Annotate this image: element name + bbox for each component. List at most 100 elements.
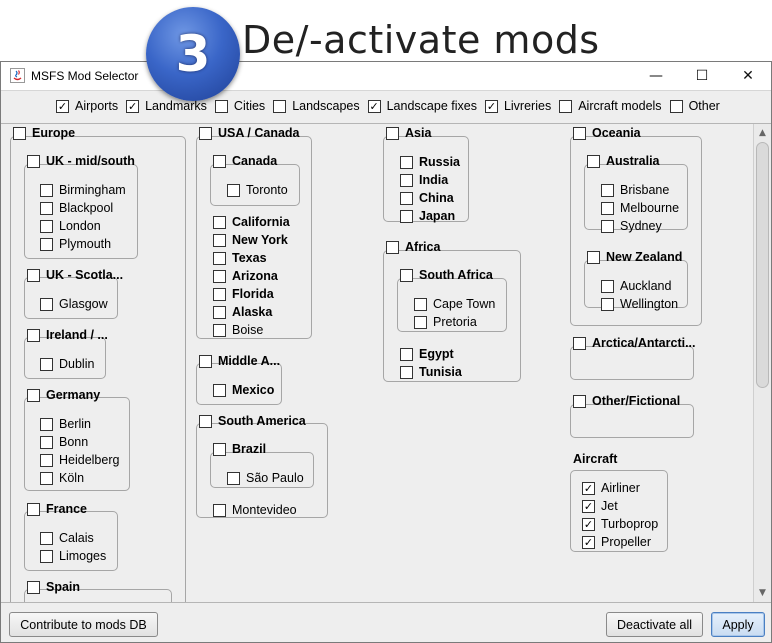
country-egypt[interactable]: Egypt bbox=[400, 346, 454, 362]
region-other-fictional[interactable]: Other/Fictional bbox=[573, 393, 680, 409]
city-sydney-checkbox[interactable] bbox=[601, 219, 614, 233]
country-spain[interactable]: Spain bbox=[27, 579, 80, 595]
state-arizona[interactable]: Arizona bbox=[213, 268, 278, 284]
filter-livreries[interactable]: ✓Livreries bbox=[484, 99, 552, 113]
city-heidelberg[interactable]: Heidelberg bbox=[40, 452, 119, 468]
filter-aircraft-models-checkbox[interactable] bbox=[559, 99, 573, 113]
filter-airports-checkbox[interactable]: ✓ bbox=[56, 99, 69, 113]
city-london-checkbox[interactable] bbox=[40, 219, 53, 233]
region-asia[interactable]: Asia bbox=[386, 125, 431, 141]
country-australia-checkbox[interactable] bbox=[587, 154, 600, 168]
city-cape-town-checkbox[interactable] bbox=[414, 297, 427, 311]
country-germany-checkbox[interactable] bbox=[27, 388, 40, 402]
city-melbourne-checkbox[interactable] bbox=[601, 201, 614, 215]
city-plymouth-checkbox[interactable] bbox=[40, 237, 53, 251]
country-brazil[interactable]: Brazil bbox=[213, 441, 266, 457]
country-japan[interactable]: Japan bbox=[400, 208, 455, 224]
scroll-up-arrow-icon[interactable]: ▲ bbox=[759, 128, 766, 138]
city-limoges[interactable]: Limoges bbox=[40, 548, 106, 564]
region-arctica-antarctica[interactable]: Arctica/Antarcti... bbox=[573, 335, 696, 351]
country-france[interactable]: France bbox=[27, 501, 87, 517]
city-melbourne[interactable]: Melbourne bbox=[601, 200, 679, 216]
aircraft-jet-checkbox[interactable]: ✓ bbox=[582, 499, 595, 513]
aircraft-propeller[interactable]: ✓Propeller bbox=[582, 535, 652, 549]
city-montevideo[interactable]: Montevideo bbox=[213, 502, 297, 518]
region-asia-checkbox[interactable] bbox=[386, 126, 399, 140]
country-new-zealand[interactable]: New Zealand bbox=[587, 249, 682, 265]
country-russia[interactable]: Russia bbox=[400, 154, 460, 170]
state-alaska[interactable]: Alaska bbox=[213, 304, 272, 320]
city-dublin-checkbox[interactable] bbox=[40, 357, 53, 371]
city-bonn-checkbox[interactable] bbox=[40, 435, 53, 449]
filter-other[interactable]: Other bbox=[669, 99, 720, 113]
state-texas[interactable]: Texas bbox=[213, 250, 267, 266]
region-south-america-checkbox[interactable] bbox=[199, 414, 212, 428]
mod-tree-scroll-area[interactable]: Europe UK - mid/south Birmingham Blackpo… bbox=[1, 123, 771, 603]
state-new-york[interactable]: New York bbox=[213, 232, 288, 248]
state-florida-checkbox[interactable] bbox=[213, 287, 226, 301]
country-mexico[interactable]: Mexico bbox=[213, 382, 274, 398]
scrollbar-thumb[interactable] bbox=[756, 142, 769, 388]
region-europe[interactable]: Europe bbox=[13, 125, 75, 141]
country-france-checkbox[interactable] bbox=[27, 502, 40, 516]
aircraft-airliner-checkbox[interactable]: ✓ bbox=[582, 481, 595, 495]
country-india[interactable]: India bbox=[400, 172, 448, 188]
aircraft-turboprop-checkbox[interactable]: ✓ bbox=[582, 517, 595, 531]
region-usa-canada[interactable]: USA / Canada bbox=[199, 125, 300, 141]
filter-cities[interactable]: Cities bbox=[214, 99, 265, 113]
filter-landscape-fixes-checkbox[interactable]: ✓ bbox=[367, 99, 381, 113]
country-canada-checkbox[interactable] bbox=[213, 154, 226, 168]
city-dublin[interactable]: Dublin bbox=[40, 356, 94, 372]
country-india-checkbox[interactable] bbox=[400, 173, 413, 187]
city-boise-checkbox[interactable] bbox=[213, 323, 226, 337]
city-sao-paulo-checkbox[interactable] bbox=[227, 471, 240, 485]
filter-landscape-fixes[interactable]: ✓Landscape fixes bbox=[367, 99, 477, 113]
filter-aircraft-models[interactable]: Aircraft models bbox=[559, 99, 662, 113]
country-japan-checkbox[interactable] bbox=[400, 209, 413, 223]
filter-landmarks-checkbox[interactable]: ✓ bbox=[126, 99, 140, 113]
country-ireland[interactable]: Ireland / ... bbox=[27, 327, 108, 343]
country-canada[interactable]: Canada bbox=[213, 153, 277, 169]
city-auckland-checkbox[interactable] bbox=[601, 279, 614, 293]
city-wellington[interactable]: Wellington bbox=[601, 296, 678, 312]
country-russia-checkbox[interactable] bbox=[400, 155, 413, 169]
city-birmingham[interactable]: Birmingham bbox=[40, 182, 126, 198]
deactivate-all-button[interactable]: Deactivate all bbox=[606, 612, 703, 637]
city-calais-checkbox[interactable] bbox=[40, 531, 53, 545]
filter-livreries-checkbox[interactable]: ✓ bbox=[484, 99, 498, 113]
city-calais[interactable]: Calais bbox=[40, 530, 94, 546]
city-heidelberg-checkbox[interactable] bbox=[40, 453, 53, 467]
state-arizona-checkbox[interactable] bbox=[213, 269, 226, 283]
aircraft-turboprop[interactable]: ✓Turboprop bbox=[582, 517, 659, 531]
city-brisbane[interactable]: Brisbane bbox=[601, 182, 669, 198]
city-koln[interactable]: Köln bbox=[40, 470, 84, 486]
region-africa-checkbox[interactable] bbox=[386, 240, 399, 254]
region-south-america[interactable]: South America bbox=[199, 413, 306, 429]
country-egypt-checkbox[interactable] bbox=[400, 347, 413, 361]
city-birmingham-checkbox[interactable] bbox=[40, 183, 53, 197]
country-south-africa-checkbox[interactable] bbox=[400, 268, 413, 282]
city-pretoria-checkbox[interactable] bbox=[414, 315, 427, 329]
city-brisbane-checkbox[interactable] bbox=[601, 183, 614, 197]
country-tunisia[interactable]: Tunisia bbox=[400, 364, 462, 380]
aircraft-jet[interactable]: ✓Jet bbox=[582, 499, 618, 513]
region-arctica-checkbox[interactable] bbox=[573, 336, 586, 350]
state-california-checkbox[interactable] bbox=[213, 215, 226, 229]
country-uk-scotland[interactable]: UK - Scotla... bbox=[27, 267, 123, 283]
filter-other-checkbox[interactable] bbox=[669, 99, 683, 113]
city-montevideo-checkbox[interactable] bbox=[213, 503, 226, 517]
country-new-zealand-checkbox[interactable] bbox=[587, 250, 600, 264]
filter-landscapes[interactable]: Landscapes bbox=[273, 99, 360, 113]
city-toronto-checkbox[interactable] bbox=[227, 183, 240, 197]
city-glasgow[interactable]: Glasgow bbox=[40, 296, 108, 312]
state-texas-checkbox[interactable] bbox=[213, 251, 226, 265]
country-australia[interactable]: Australia bbox=[587, 153, 660, 169]
city-toronto[interactable]: Toronto bbox=[227, 182, 288, 198]
country-uk-mid-south[interactable]: UK - mid/south bbox=[27, 153, 135, 169]
city-sydney[interactable]: Sydney bbox=[601, 218, 662, 234]
state-new-york-checkbox[interactable] bbox=[213, 233, 226, 247]
city-blackpool[interactable]: Blackpool bbox=[40, 200, 113, 216]
country-uk-mid-south-checkbox[interactable] bbox=[27, 154, 40, 168]
filter-cities-checkbox[interactable] bbox=[214, 99, 228, 113]
country-germany[interactable]: Germany bbox=[27, 387, 100, 403]
